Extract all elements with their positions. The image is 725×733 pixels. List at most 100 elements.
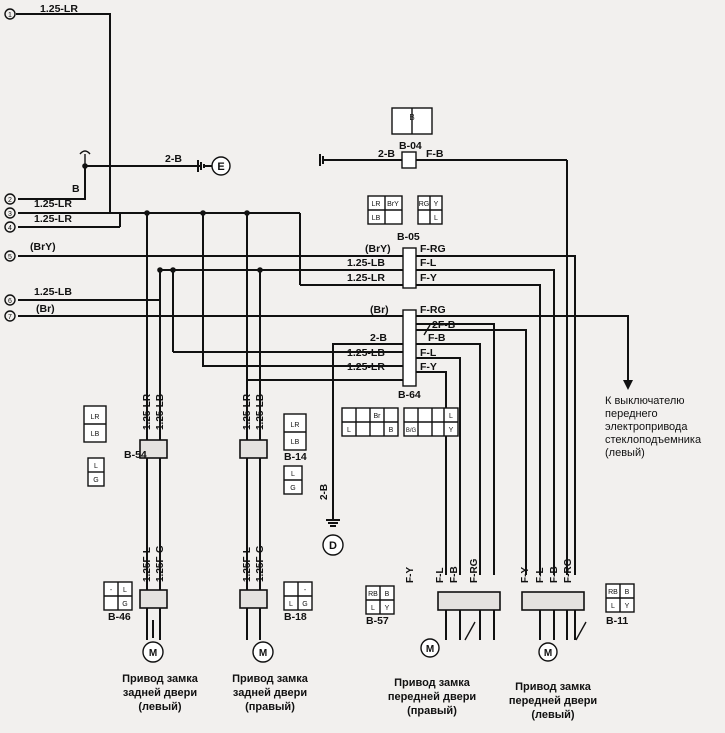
b05-wire-top-right: F-RG bbox=[420, 243, 446, 255]
b05-face-y: Y bbox=[434, 201, 439, 208]
rear-right-lr-label: 1.25-LR bbox=[242, 393, 253, 430]
front-right-fy-label: F-Y bbox=[405, 567, 416, 583]
connector-b54-face: LR LB L G B-54 bbox=[83, 405, 147, 487]
b46-face-dash: - bbox=[110, 587, 113, 594]
b05-face-lr: LR bbox=[372, 201, 381, 208]
b57-face-rb: RB bbox=[368, 591, 378, 598]
pin-markers: 1 2 3 4 5 6 7 bbox=[4, 8, 16, 322]
note-line-3: электропривода bbox=[605, 421, 688, 433]
b64-face-br: Br bbox=[374, 413, 382, 420]
wire-label-1: 1.25-LR bbox=[40, 3, 78, 15]
wire-label-5: (BrY) bbox=[30, 241, 56, 253]
b64-row3-right: F-B bbox=[428, 332, 446, 344]
front-left-frg-label: F-RG bbox=[563, 558, 574, 583]
note-line-1: К выключателю bbox=[605, 395, 685, 407]
b57-face-b: B bbox=[385, 591, 390, 598]
rear-left-fg-label: 1.25F-G bbox=[155, 545, 166, 582]
front-left-door-wires: M F-Y F-L F-B F-RG bbox=[520, 558, 587, 662]
caption-rear-right-1: Привод замка bbox=[232, 673, 309, 685]
b64-row5-right: F-Y bbox=[420, 361, 437, 373]
connector-b05-face: LR BrY LB RG Y L B-05 bbox=[367, 195, 443, 243]
rear-right-door-wires: M 1.25-LR 1.25-LB 1.25F-L 1.25F-G bbox=[239, 270, 274, 663]
ground-d-symbol: D bbox=[329, 540, 337, 552]
pin-6-label: 6 bbox=[8, 298, 12, 305]
front-left-fb-label: F-B bbox=[549, 566, 560, 583]
connector-b04: B 2-B F-B B-04 bbox=[319, 107, 568, 575]
b05-id: B-05 bbox=[397, 231, 420, 243]
b05-wire-mid-left: 1.25-LB bbox=[347, 257, 385, 269]
b05-wire-mid-right: F-L bbox=[420, 257, 437, 269]
rear-left-fl-label: 1.25F-L bbox=[142, 547, 153, 582]
ground-e-wire-label: 2-B bbox=[165, 153, 182, 165]
b05-face-lb: LB bbox=[372, 215, 381, 222]
b64-face-b: B bbox=[389, 427, 394, 434]
note-line-4: стеклоподъемника bbox=[605, 434, 702, 446]
b54-id: B-54 bbox=[124, 449, 147, 461]
caption-rear-left-2: задней двери bbox=[123, 687, 197, 699]
b11-face-rb: RB bbox=[608, 589, 618, 596]
b64-id: B-64 bbox=[398, 389, 421, 401]
b05-wire-bot-left: 1.25-LR bbox=[347, 272, 385, 284]
pin-4-label: 4 bbox=[8, 225, 12, 232]
connector-b05: (BrY) F-RG 1.25-LB F-L 1.25-LR F-Y bbox=[347, 243, 576, 575]
b11-face-l: L bbox=[611, 603, 615, 610]
caption-rear-left: Привод замка задней двери (левый) bbox=[122, 673, 199, 713]
b54-face-lb: LB bbox=[91, 431, 100, 438]
caption-front-right: Привод замка передней двери (правый) bbox=[388, 677, 476, 717]
wire-label-6: 1.25-LB bbox=[34, 286, 72, 298]
pin-1-label: 1 bbox=[8, 12, 12, 19]
ground-d-wire-label: 2-B bbox=[319, 484, 330, 500]
front-right-motor: M bbox=[426, 644, 434, 655]
b14-face-g: G bbox=[290, 485, 295, 492]
rear-left-door-wires: M 1.25-LR 1.25-LB 1.25F-L 1.25F-G bbox=[139, 213, 168, 663]
connector-b11-face: RB B L Y B-11 bbox=[605, 583, 635, 627]
b14-id: B-14 bbox=[284, 451, 307, 463]
b14-face-l: L bbox=[291, 471, 295, 478]
b64-face-bg: B/G bbox=[406, 428, 417, 434]
b18-face-g: G bbox=[302, 601, 307, 608]
rear-right-fl-label: 1.25F-L bbox=[242, 547, 253, 582]
b64-face-l: L bbox=[347, 427, 351, 434]
front-right-fb-label: F-B bbox=[449, 566, 460, 583]
b04-face-pin: B bbox=[409, 113, 414, 122]
b64-row4-left: 1.25-LB bbox=[347, 347, 385, 359]
b46-face-g: G bbox=[122, 601, 127, 608]
b57-face-y: Y bbox=[385, 605, 390, 612]
note-line-5: (левый) bbox=[605, 447, 645, 459]
b04-id: B-04 bbox=[399, 140, 422, 152]
b64-row1-right: F-RG bbox=[420, 304, 446, 316]
front-right-fl-label: F-L bbox=[435, 567, 446, 583]
b14-face-lb: LB bbox=[291, 439, 300, 446]
switch-note: К выключателю переднего электропривода с… bbox=[605, 395, 702, 459]
wire-label-7: (Br) bbox=[36, 303, 55, 315]
b11-face-b: B bbox=[625, 589, 630, 596]
pin-5-label: 5 bbox=[8, 254, 12, 261]
note-line-2: переднего bbox=[605, 408, 658, 420]
b11-face-y: Y bbox=[625, 603, 630, 610]
connector-b14-face: LR LB B-14 L G bbox=[283, 413, 307, 495]
caption-front-left-3: (левый) bbox=[531, 709, 575, 721]
caption-rear-left-3: (левый) bbox=[138, 701, 182, 713]
rear-right-lb-label: 1.25-LB bbox=[255, 394, 266, 430]
connector-b64: (Br) F-RG 2F-B 2-B F-B 1.25-LB F-L 1.25-… bbox=[332, 304, 633, 575]
b64-face-y: Y bbox=[449, 427, 454, 434]
b05-wire-top-left: (BrY) bbox=[365, 243, 391, 255]
front-right-door-wires: M F-Y F-L F-B F-RG bbox=[405, 558, 501, 658]
b05-face-rg: RG bbox=[419, 201, 430, 208]
caption-front-left-1: Привод замка bbox=[515, 681, 592, 693]
caption-rear-right: Привод замка задней двери (правый) bbox=[232, 673, 309, 713]
b57-face-l: L bbox=[371, 605, 375, 612]
wire-label-2: B bbox=[72, 183, 80, 195]
rear-left-lb-label: 1.25-LB bbox=[155, 394, 166, 430]
ground-d: 2-B D bbox=[319, 484, 344, 556]
rear-left-lr-label: 1.25-LR bbox=[142, 393, 153, 430]
front-left-fl-label: F-L bbox=[535, 567, 546, 583]
b64-face-l2: L bbox=[449, 413, 453, 420]
caption-front-right-3: (правый) bbox=[407, 705, 457, 717]
b05-wire-bot-right: F-Y bbox=[420, 272, 437, 284]
caption-front-left: Привод замка передней двери (левый) bbox=[509, 681, 597, 721]
caption-rear-left-1: Привод замка bbox=[122, 673, 199, 685]
b64-row4-right: F-L bbox=[420, 347, 437, 359]
connector-b57-face: RB B L Y B-57 bbox=[365, 585, 395, 627]
